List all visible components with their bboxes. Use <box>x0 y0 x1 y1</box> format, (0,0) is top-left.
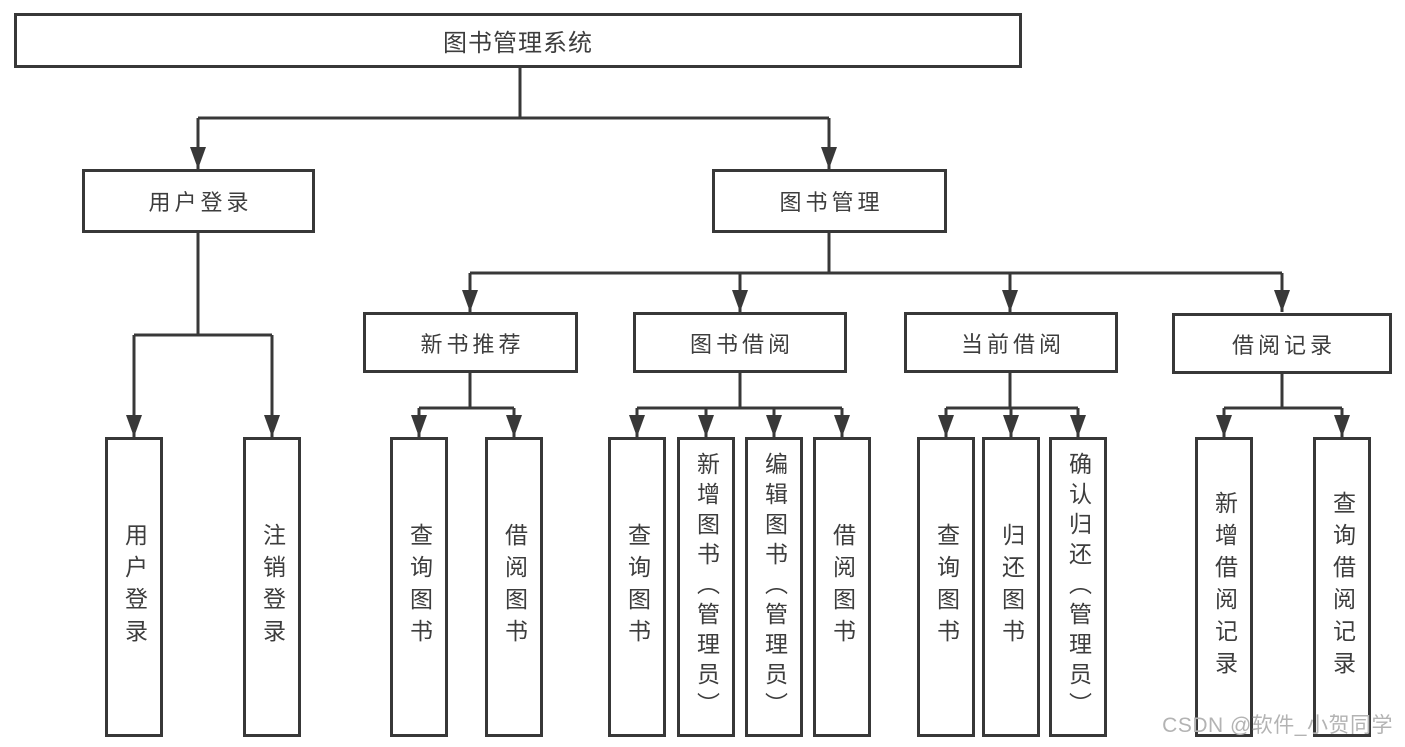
leaf-edit-book-admin: 编辑图书（管理员） <box>745 437 803 737</box>
leaf-query-books-current: 查询图书 <box>917 437 975 737</box>
node-library-system: 图书管理系统 <box>14 13 1022 68</box>
leaf-add-borrow-record: 新增借阅记录 <box>1195 437 1253 737</box>
leaf-label: 查询图书 <box>406 523 433 651</box>
node-book-borrow: 图书借阅 <box>633 312 847 373</box>
leaf-query-books-recommend: 查询图书 <box>390 437 448 737</box>
node-user-login: 用户登录 <box>82 169 315 233</box>
node-label: 当前借阅 <box>960 331 1065 357</box>
leaf-label: 查询图书 <box>624 523 651 651</box>
node-new-book-recommend: 新书推荐 <box>363 312 578 373</box>
node-book-management: 图书管理 <box>712 169 947 233</box>
leaf-label: 新增借阅记录 <box>1211 491 1238 683</box>
node-label: 图书借阅 <box>689 331 794 357</box>
leaf-logout-login: 注销登录 <box>243 437 301 737</box>
edges-book-borrow <box>629 373 850 437</box>
leaf-query-books-borrow: 查询图书 <box>608 437 666 737</box>
edges-current-borrow <box>938 373 1086 437</box>
node-label: 借阅记录 <box>1231 332 1336 358</box>
leaf-label: 归还图书 <box>998 523 1025 651</box>
leaf-label: 借阅图书 <box>829 523 856 651</box>
edges-root-to-level1 <box>190 68 837 169</box>
node-current-borrow: 当前借阅 <box>904 312 1118 373</box>
leaf-label: 新增图书（管理员） <box>693 452 720 722</box>
node-label: 用户登录 <box>148 190 253 215</box>
leaf-label: 编辑图书（管理员） <box>761 452 788 722</box>
leaf-label: 借阅图书 <box>501 523 528 651</box>
leaf-label: 注销登录 <box>259 523 286 651</box>
leaf-query-borrow-record: 查询借阅记录 <box>1313 437 1371 737</box>
leaf-borrow-books: 借阅图书 <box>813 437 871 737</box>
leaf-label: 用户登录 <box>121 523 148 651</box>
node-label: 图书管理系统 <box>443 30 593 57</box>
edges-user-login-to-leaves <box>126 233 280 437</box>
leaf-label: 查询借阅记录 <box>1329 491 1356 683</box>
node-label: 图书管理 <box>779 190 884 215</box>
node-label: 新书推荐 <box>420 331 525 357</box>
edges-borrow-records <box>1216 374 1350 437</box>
leaf-add-book-admin: 新增图书（管理员） <box>677 437 735 737</box>
leaf-return-books: 归还图书 <box>982 437 1040 737</box>
node-borrow-records: 借阅记录 <box>1172 313 1392 374</box>
leaf-label: 查询图书 <box>933 523 960 651</box>
edges-book-management-to-level2 <box>462 233 1290 312</box>
edges-new-book-recommend <box>411 373 522 437</box>
leaf-confirm-return-admin: 确认归还（管理员） <box>1049 437 1107 737</box>
leaf-borrow-books-recommend: 借阅图书 <box>485 437 543 737</box>
leaf-label: 确认归还（管理员） <box>1065 452 1092 722</box>
csdn-watermark: CSDN @软件_小贺同学 <box>1162 714 1393 737</box>
leaf-user-login: 用户登录 <box>105 437 163 737</box>
